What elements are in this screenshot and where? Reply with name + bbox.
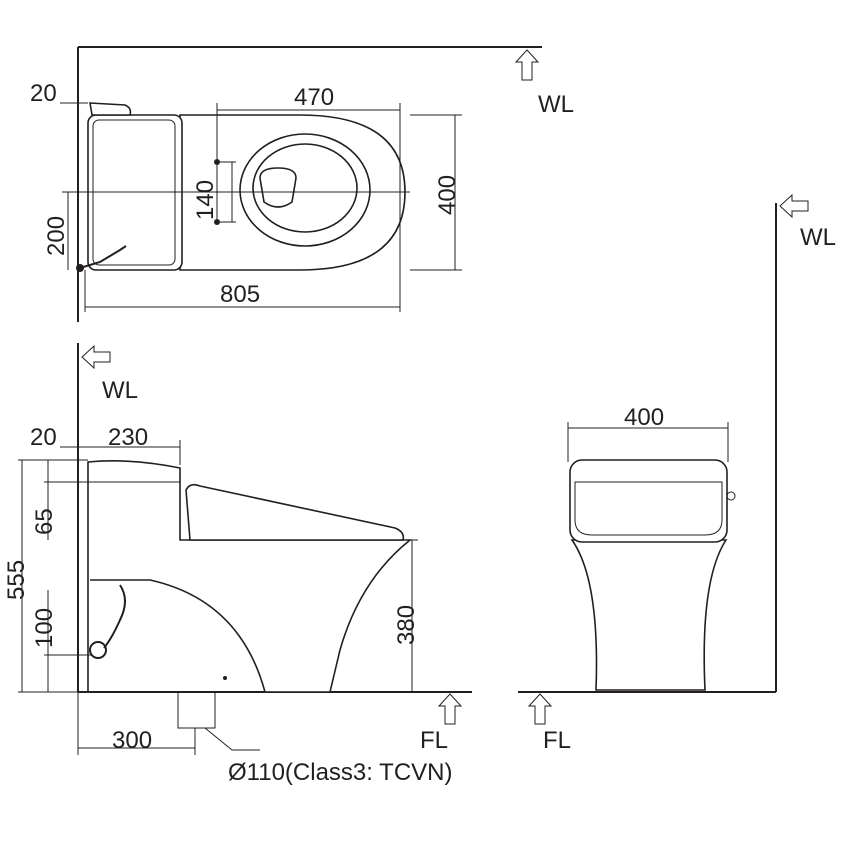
dim-seat-height: 380 (393, 605, 420, 645)
dim-inlet-spacing: 140 (192, 180, 219, 220)
wall-label: WL (102, 377, 138, 404)
floor-arrow-icon (527, 693, 553, 725)
dim-outlet-distance: 300 (112, 727, 152, 754)
wall-arrow-icon (779, 193, 809, 219)
seat-lid (185, 483, 405, 541)
dim-valve-height: 100 (31, 608, 58, 648)
tank-front (569, 459, 728, 543)
tank-lid-front (574, 481, 723, 536)
side-view: WL FL 20 230 555 65 100 380 300 Ø110(Cla… (3, 343, 472, 786)
outlet-pipe (177, 691, 216, 729)
angle-valve-icon (89, 641, 107, 659)
dim-total-height: 555 (3, 560, 30, 600)
dim-wall-gap: 20 (30, 424, 57, 451)
dim-width: 400 (624, 404, 664, 431)
dim-tank-height: 65 (31, 508, 58, 535)
floor-arrow-icon (437, 693, 463, 725)
outlet-note: Ø110(Class3: TCVN) (228, 759, 453, 786)
valve-icon (76, 264, 84, 272)
wall-label: WL (800, 224, 836, 251)
dim-wall-gap: 20 (30, 80, 57, 107)
wall-arrow-icon (81, 344, 111, 370)
dim-tank-depth: 230 (108, 424, 148, 451)
top-view: WL 20 470 140 400 200 805 (30, 46, 574, 322)
dim-width: 400 (434, 175, 461, 215)
wall-arrow-icon (514, 49, 540, 81)
tank-button (89, 102, 132, 116)
supply-pipe (79, 245, 127, 269)
drain-outline (259, 167, 297, 208)
flush-button-icon (726, 491, 736, 501)
supply-hose (103, 584, 126, 649)
dim-inlet-offset: 200 (43, 216, 70, 256)
floor-label: FL (420, 727, 448, 754)
floor-label: FL (543, 727, 571, 754)
dim-total-length: 805 (220, 281, 260, 308)
leader-line (204, 727, 260, 751)
toilet-body (87, 460, 413, 693)
outlet-mark (223, 676, 227, 680)
front-view: WL FL 400 (518, 193, 836, 754)
toilet-base (570, 539, 728, 691)
bowl-inner (252, 143, 358, 233)
dim-bowl-length: 470 (294, 84, 334, 111)
wall-label: WL (538, 91, 574, 118)
